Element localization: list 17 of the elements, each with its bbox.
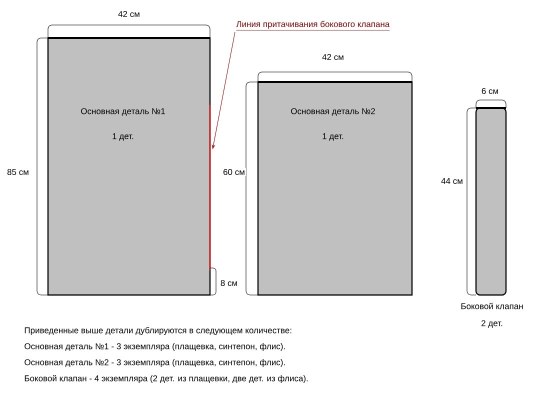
dimension-label: 8 см — [219, 279, 239, 288]
note-text: Основная деталь №1 - 3 экземпляра (плащевка, синтепон, флис). — [24, 343, 285, 351]
leader-text: Линия притачивания бокового клапана — [236, 20, 390, 30]
dimension-label: 44 см — [440, 177, 464, 185]
flap-piece — [475, 107, 507, 296]
pattern-piece: Основная деталь №2 1 дет. — [257, 81, 413, 296]
note-text: Боковой клапан - 4 экземпляра (2 дет. из плащевки, две дет. из флиса). — [24, 374, 308, 384]
dimension-label: 42 см — [321, 53, 345, 61]
dimension-label: 42 см — [117, 10, 141, 18]
note-text: Приведенные выше детали дублируются в следующем количестве: — [24, 327, 292, 335]
piece-caption: 2 дет. — [482, 320, 502, 328]
dimension-label: 6 см — [480, 87, 500, 96]
note-text: Основная деталь №2 - 3 экземпляра (плащевка, синтепон, флис). — [24, 359, 285, 367]
piece-caption: Боковой клапан — [461, 302, 523, 310]
pattern-piece: Основная деталь №1 1 дет. — [47, 37, 211, 296]
dimension-label: 60 см — [222, 168, 246, 176]
dimension-label: 85 см — [6, 168, 30, 176]
